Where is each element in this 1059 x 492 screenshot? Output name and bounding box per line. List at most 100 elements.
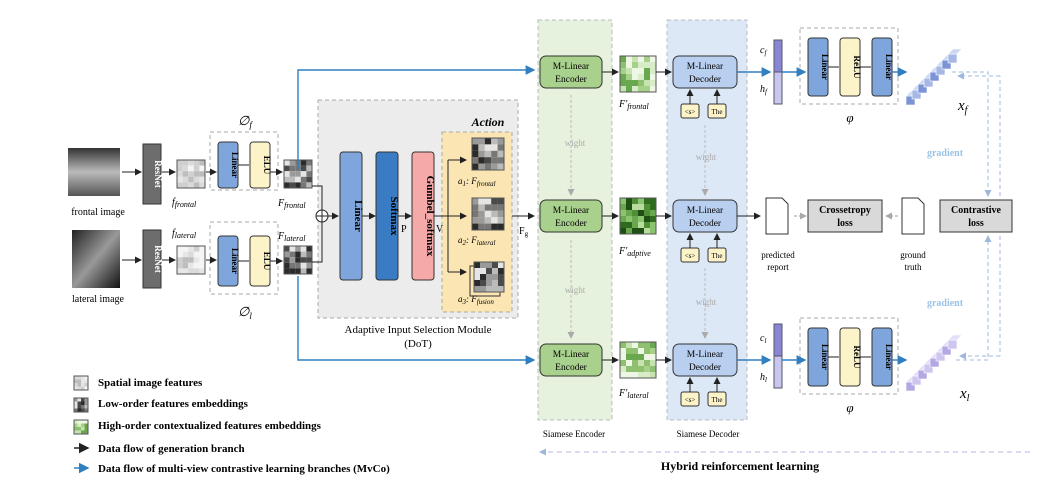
cl-label: cl xyxy=(760,333,766,345)
action-title: Action xyxy=(471,115,505,129)
fg-label: Fg xyxy=(519,226,529,238)
linear-frontal-label: Linear xyxy=(230,152,240,178)
encoder-top-label2: Encoder xyxy=(555,75,587,85)
report-label: report xyxy=(767,262,789,272)
phi-bottom-label: φ xyxy=(846,400,853,415)
gradient-top-label: gradient xyxy=(927,148,964,159)
crossentropy-bottom: loss xyxy=(837,218,853,229)
encoder-wight-1: wight xyxy=(565,138,586,148)
frontal-xray-image xyxy=(68,148,120,196)
token-the-top: The xyxy=(712,108,723,116)
phi-top-linear-2 xyxy=(871,37,893,97)
encoder-top: M-Linear Encoder xyxy=(539,55,603,89)
phi-bottom-relu-label: ReLU xyxy=(852,346,862,369)
frontal-image-label: frontal image xyxy=(71,207,125,218)
token-the-mid: The xyxy=(712,252,723,260)
resnet-lateral xyxy=(142,229,162,289)
token-s-mid: <s> xyxy=(685,252,696,260)
decoder-bottom-tokens: <s> The xyxy=(680,377,727,407)
truth-label: truth xyxy=(905,262,922,272)
decoder-mid-label2: Decoder xyxy=(689,219,722,229)
action-lateral-grid xyxy=(471,197,505,231)
spatial-feature-lateral xyxy=(176,245,206,275)
lateral-image-label: lateral image xyxy=(72,294,124,305)
encoder-bottom-label2: Encoder xyxy=(555,363,587,373)
encoder-wight-2: wight xyxy=(565,285,586,295)
p-label: P xyxy=(401,224,407,235)
encoder-mid: M-Linear Encoder xyxy=(539,199,603,233)
phi-f-label: ∅f xyxy=(238,113,253,130)
legend-high-icon xyxy=(73,419,89,435)
elu-frontal xyxy=(249,141,271,189)
xf-label: xf xyxy=(957,98,969,116)
token-the-bottom: The xyxy=(712,396,723,404)
ground-truth-icon xyxy=(901,197,925,235)
legend-low: Low-order features embeddings xyxy=(98,398,249,410)
dot-linear-label: Linear xyxy=(352,200,364,232)
decoder-mid-tokens: <s> The xyxy=(680,233,727,263)
decoder-top: M-Linear Decoder xyxy=(672,55,738,89)
gradient-bottom-label: gradient xyxy=(927,298,964,309)
xl-label: xl xyxy=(959,386,970,404)
F-frontal-label: Ffrontal xyxy=(277,198,306,210)
hybrid-rl-label: Hybrid reinforcement learning xyxy=(661,459,819,473)
encoder-mid-label2: Encoder xyxy=(555,219,587,229)
phi-bottom-linear-1-label: Linear xyxy=(820,344,830,370)
dot-softmax-label: Softmax xyxy=(388,196,400,236)
high-order-feature-lateral xyxy=(619,341,657,379)
lateral-xray-image xyxy=(72,230,120,288)
encoder-bottom-label1: M-Linear xyxy=(553,350,590,360)
F-prime-frontal: F'frontal xyxy=(618,99,650,111)
decoder-mid-label1: M-Linear xyxy=(687,206,724,216)
legend-spatial-icon xyxy=(73,375,89,391)
legend-high: High-order contextualized features embed… xyxy=(98,420,322,432)
decoder-wight-1: wight xyxy=(696,152,717,162)
xl-vector xyxy=(905,334,963,392)
predicted-label: predicted xyxy=(761,250,795,260)
predicted-report-icon xyxy=(765,197,789,235)
token-s-bottom: <s> xyxy=(685,396,696,404)
a1-label: a1: Ffrontal xyxy=(458,176,496,188)
decoder-top-tokens: <s> The xyxy=(680,89,727,119)
resnet-frontal-label: ResNet xyxy=(153,160,163,188)
dot-subtitle: (DoT) xyxy=(404,338,432,350)
contrastive-bottom: loss xyxy=(968,218,984,229)
legend-gen-flow: Data flow of generation branch xyxy=(98,443,245,455)
decoder-bottom-label1: M-Linear xyxy=(687,350,724,360)
decoder-top-label2: Decoder xyxy=(689,75,722,85)
crossentropy-top: Crossetropy xyxy=(819,205,871,216)
phi-l-label: ∅l xyxy=(238,304,252,321)
hl-label: hl xyxy=(760,372,767,384)
decoder-mid: M-Linear Decoder xyxy=(672,199,738,233)
phi-top-relu-label: ReLU xyxy=(852,56,862,79)
phi-top-panel xyxy=(799,27,899,105)
encoder-bottom: M-Linear Encoder xyxy=(539,343,603,377)
high-order-feature-adaptive xyxy=(619,197,657,235)
elu-frontal-label: ELU xyxy=(262,156,272,175)
decoder-bottom-label2: Decoder xyxy=(689,363,722,373)
action-frontal-grid xyxy=(471,137,505,171)
action-fusion-grid xyxy=(469,261,505,297)
F-prime-adaptive: F'adptive xyxy=(618,246,651,258)
a2-label: a2: Flateral xyxy=(458,235,495,247)
encoder-top-label1: M-Linear xyxy=(553,62,590,72)
phi-bottom-linear-2-label: Linear xyxy=(884,344,894,370)
a3-label: a3: Ffusion xyxy=(458,294,494,306)
contrastive-loss-box xyxy=(939,199,1013,233)
phi-top-label: φ xyxy=(846,110,853,125)
encoder-mid-label1: M-Linear xyxy=(553,206,590,216)
legend-low-icon xyxy=(73,397,89,413)
f-frontal-label: ffrontal xyxy=(172,197,197,209)
low-order-feature-lateral xyxy=(283,245,313,275)
decoder-bottom: M-Linear Decoder xyxy=(672,343,738,377)
dot-title: Adaptive Input Selection Module xyxy=(345,324,492,336)
cf-label: cf xyxy=(760,45,767,57)
siamese-encoder-label: Siamese Encoder xyxy=(543,429,605,439)
linear-lateral-label: Linear xyxy=(230,248,240,274)
hf-label: hf xyxy=(760,84,768,96)
f-lateral-label: flateral xyxy=(172,228,197,240)
crossentropy-loss-box xyxy=(807,199,883,233)
decoder-wight-2: wight xyxy=(696,297,717,307)
F-prime-lateral: F'lateral xyxy=(618,388,649,400)
